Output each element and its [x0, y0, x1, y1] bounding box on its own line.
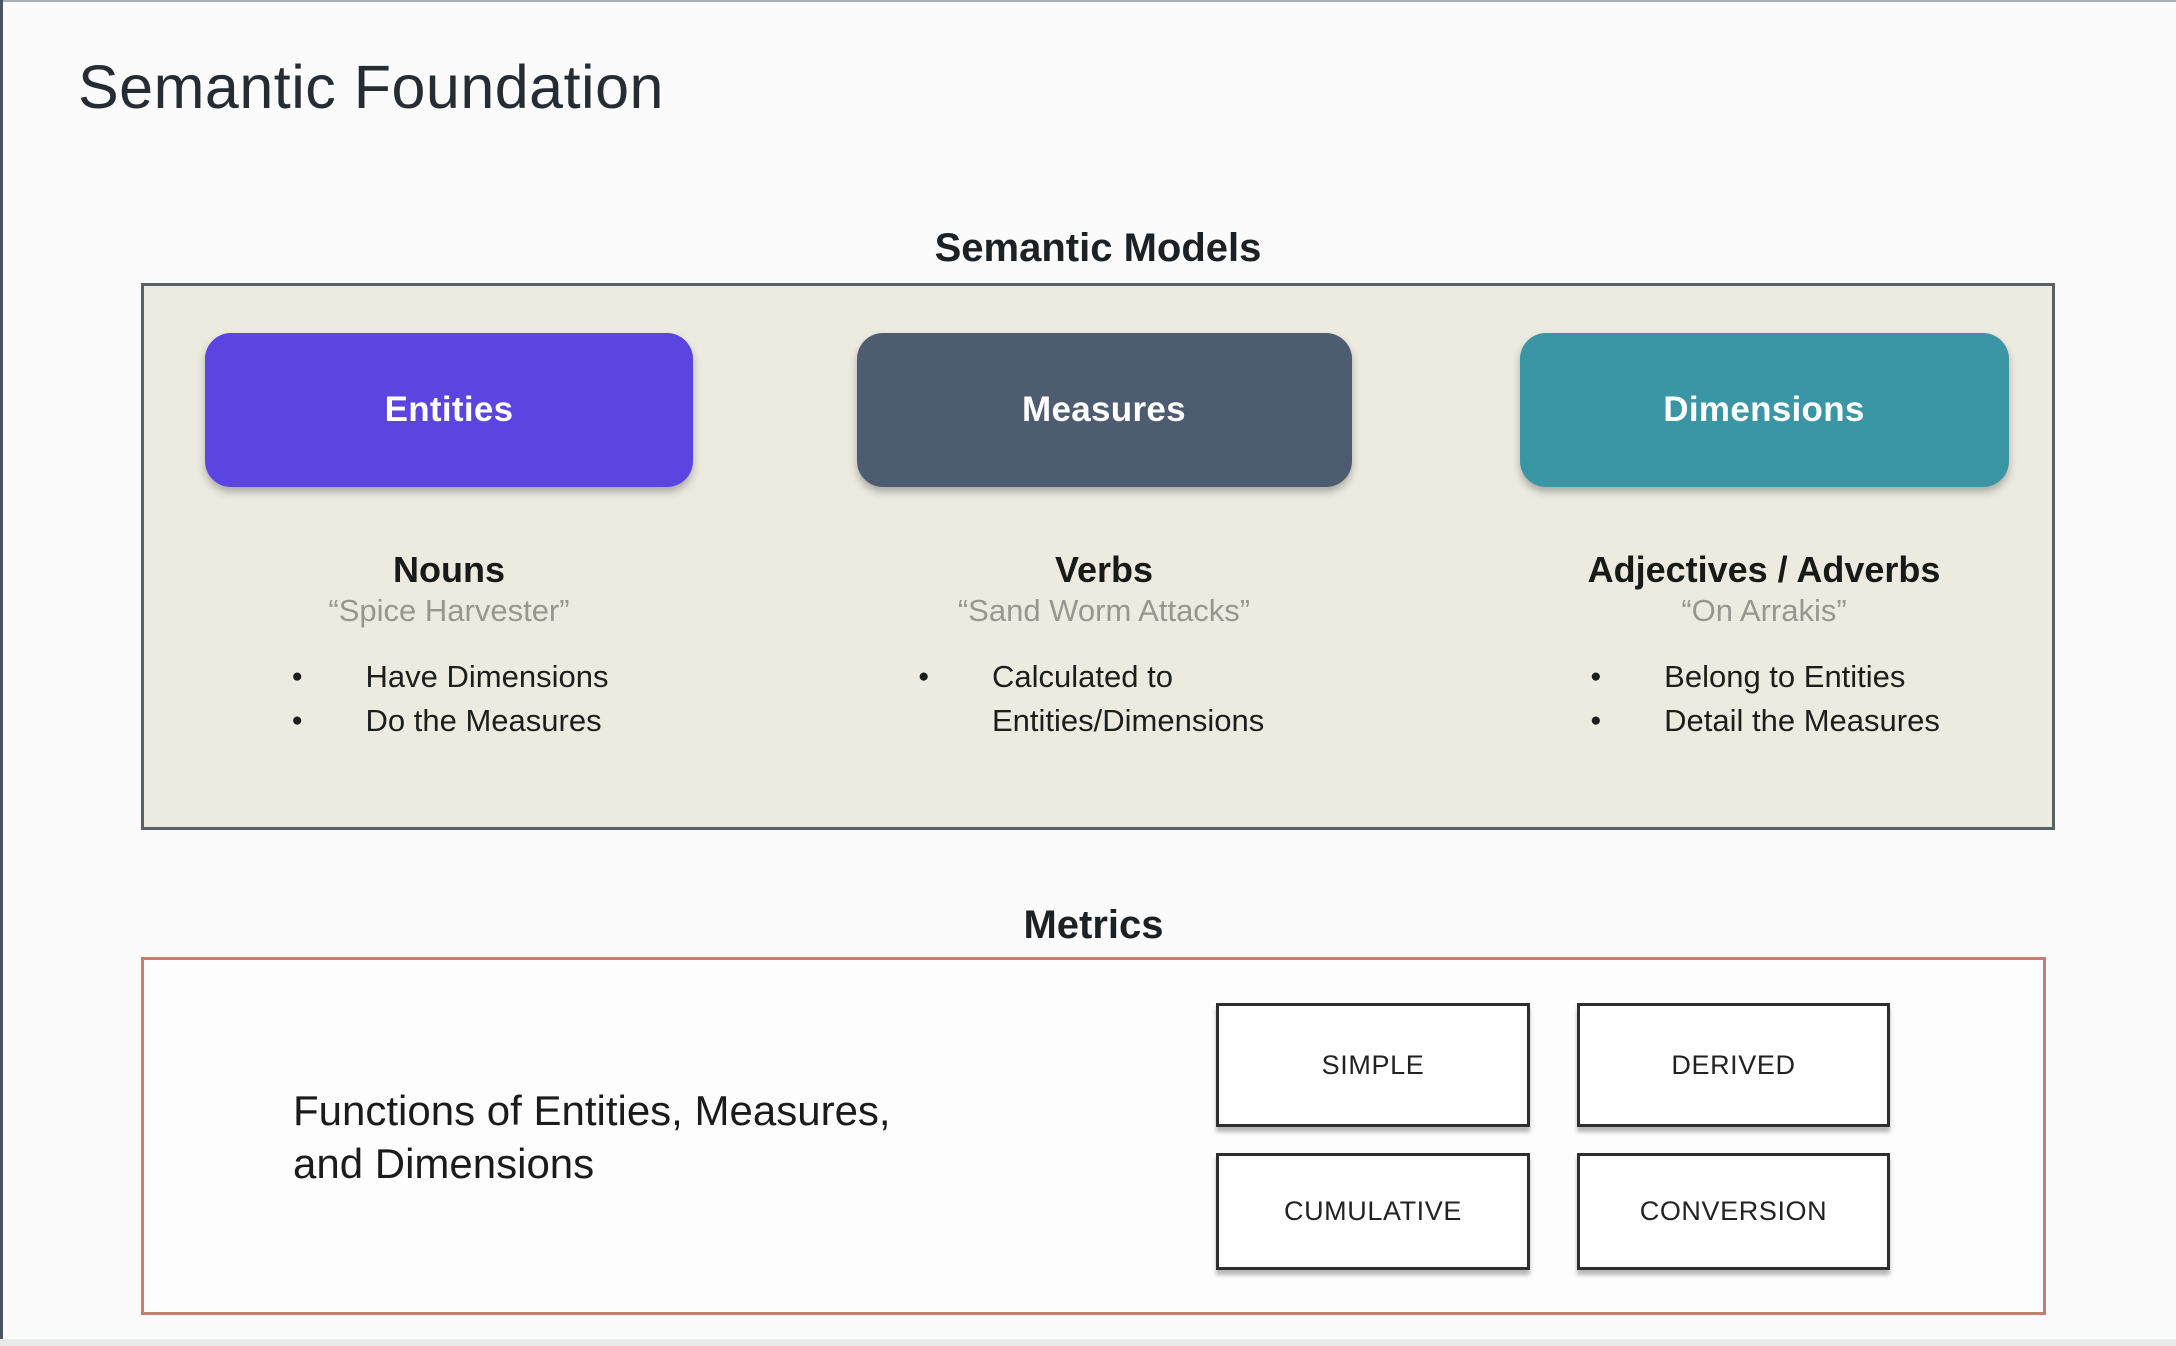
- entities-node: Entities: [205, 333, 693, 487]
- slide-title: Semantic Foundation: [78, 53, 664, 121]
- dimensions-node: Dimensions: [1519, 333, 2009, 487]
- bullet-item: Have Dimensions: [290, 655, 609, 699]
- measures-quote: “Sand Worm Attacks”: [957, 593, 1251, 628]
- entities-subtitle: Nouns: [393, 549, 505, 590]
- metric-type-conversion: CONVERSION: [1577, 1153, 1890, 1270]
- entities-column: Entities Nouns “Spice Harvester” Have Di…: [189, 333, 709, 743]
- dimensions-column: Dimensions Adjectives / Adverbs “On Arra…: [1504, 333, 2024, 743]
- entities-bullet-list: Have Dimensions Do the Measures: [290, 655, 609, 743]
- bullet-item: Detail the Measures: [1588, 699, 1940, 743]
- bullet-item: Do the Measures: [290, 699, 609, 743]
- metrics-heading: Metrics: [1023, 903, 1164, 947]
- semantic-models-heading: Semantic Models: [934, 226, 1262, 270]
- dimensions-subtitle: Adjectives / Adverbs: [1587, 549, 1941, 590]
- metric-types-grid: SIMPLE DERIVED CUMULATIVE CONVERSION: [1216, 1003, 1890, 1270]
- entities-quote: “Spice Harvester”: [328, 593, 570, 628]
- measures-column: Measures Verbs “Sand Worm Attacks” Calcu…: [844, 333, 1364, 743]
- measures-bullet-list: Calculated to Entities/Dimensions: [916, 655, 1292, 743]
- metric-type-derived: DERIVED: [1577, 1003, 1890, 1127]
- semantic-models-panel: Entities Nouns “Spice Harvester” Have Di…: [141, 283, 2055, 830]
- metric-type-cumulative: CUMULATIVE: [1216, 1153, 1530, 1270]
- bullet-item: Calculated to Entities/Dimensions: [916, 655, 1292, 743]
- metric-type-simple: SIMPLE: [1216, 1003, 1530, 1127]
- metrics-panel: Functions of Entities, Measures, and Dim…: [141, 957, 2046, 1315]
- bottom-edge-strip: [0, 1339, 2176, 1346]
- dimensions-quote: “On Arrakis”: [1681, 593, 1847, 628]
- metrics-description: Functions of Entities, Measures, and Dim…: [293, 1087, 891, 1187]
- measures-subtitle: Verbs: [1054, 549, 1154, 590]
- measures-node: Measures: [856, 333, 1352, 487]
- dimensions-bullet-list: Belong to Entities Detail the Measures: [1588, 655, 1940, 743]
- bullet-item: Belong to Entities: [1588, 655, 1940, 699]
